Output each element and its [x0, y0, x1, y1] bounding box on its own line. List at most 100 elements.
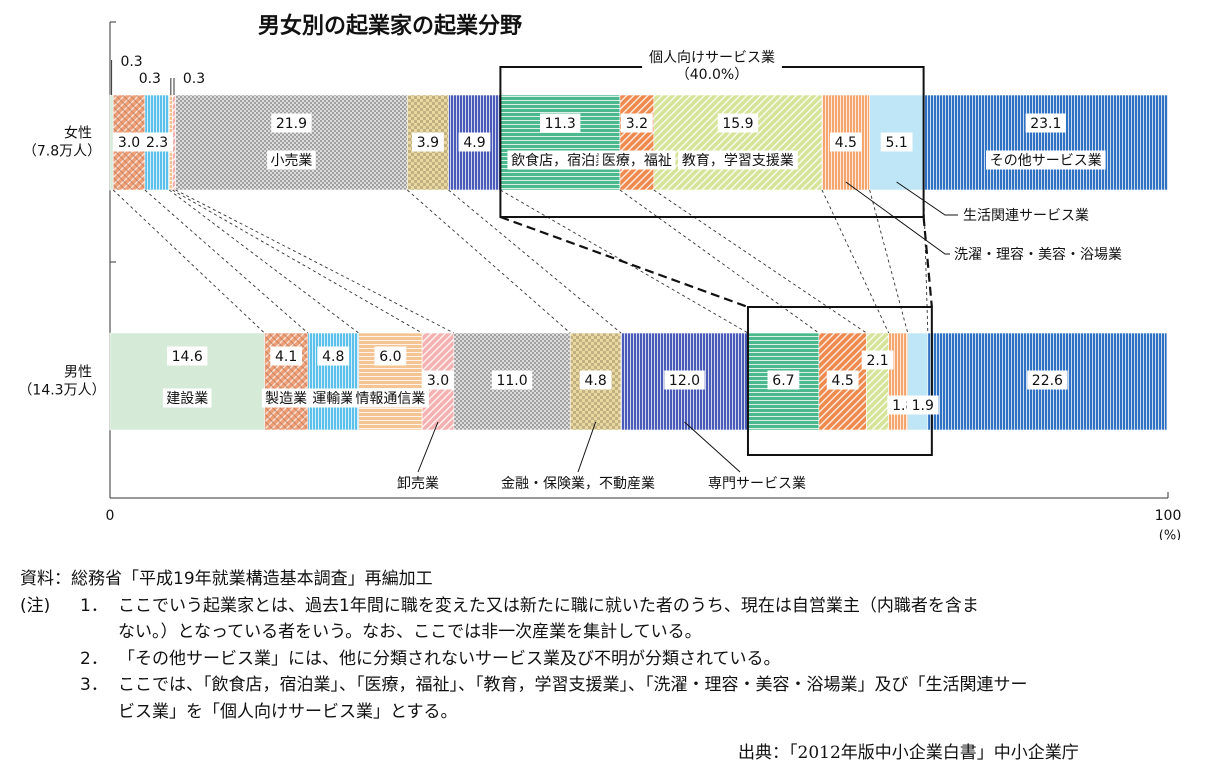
- segment-name-bg: [162, 388, 212, 408]
- data-label-bg: [374, 346, 407, 366]
- callout-label: 卸売業: [397, 476, 439, 492]
- note-number: 1．: [80, 595, 108, 616]
- row-label: 女性: [64, 125, 92, 142]
- row-label: 男性: [64, 365, 92, 381]
- data-label-bg: [717, 113, 759, 133]
- note-item-1-continuation: ない。）となっている者をいう。なお、ここでは非一次産業を集計している。: [118, 622, 702, 642]
- callout-label: 金融・保険業，不動産業: [501, 476, 655, 492]
- bar-segment: [923, 94, 1169, 191]
- data-label: 4.5: [832, 373, 854, 389]
- bar-segment: [907, 332, 929, 431]
- category-link: [619, 189, 820, 334]
- segment-name-bg: [267, 150, 316, 170]
- data-label: 0.3: [183, 71, 205, 87]
- group-link: [922, 216, 933, 308]
- data-label-bg: [167, 346, 208, 366]
- data-label: 12.0: [669, 373, 700, 389]
- note-text: ここでいう起業家とは、過去1年間に職を変えた又は新たに職に就いた者のうち、現在は…: [118, 595, 979, 616]
- notes: 資料：総務省「平成19年就業構造基本調査」再編加工 (注) 1． ここでいう起業家と…: [20, 566, 1190, 725]
- data-label: 4.1: [275, 349, 297, 365]
- data-label: 11.0: [496, 373, 527, 389]
- segment-name-bg: [678, 150, 798, 170]
- note-text: 「その他サービス業」には、他に分類されないサービス業及び不明が分類されている。: [118, 648, 781, 669]
- data-label-bg: [826, 370, 859, 390]
- segment-name: 情報通信業: [355, 391, 425, 407]
- segment-name: 飲食店，宿泊業: [511, 152, 609, 169]
- data-label-bg: [422, 370, 454, 390]
- data-label-bg: [317, 346, 350, 366]
- note-lead: (注): [20, 595, 51, 616]
- category-link: [175, 189, 455, 334]
- data-label-bg: [271, 113, 312, 133]
- chart-title: 男女別の起業家の起業分野: [258, 13, 522, 39]
- data-label: 2.3: [146, 135, 168, 151]
- segment-name: 製造業: [265, 391, 307, 407]
- segment-name: 運輸業: [312, 391, 354, 407]
- category-link: [821, 189, 890, 334]
- data-label: 22.6: [1032, 373, 1063, 389]
- segment-name: 医療，福祉: [602, 152, 672, 169]
- data-label: 6.0: [379, 349, 401, 365]
- data-label: 3.9: [417, 135, 439, 151]
- callout-leader: [417, 421, 439, 473]
- group-box-male: [746, 306, 933, 456]
- data-label: 4.5: [835, 135, 857, 151]
- segment-name-bg: [261, 388, 311, 408]
- data-label-bg: [880, 132, 913, 152]
- bar-segment: [500, 94, 621, 191]
- data-label-bg: [1025, 113, 1067, 133]
- data-label: 11.3: [545, 116, 576, 132]
- data-label: 5.1: [885, 135, 907, 151]
- note-text: ここでは、「飲食店，宿泊業」、「医療，福祉」、「教育，学習支援業」、「洗濯・理容…: [118, 675, 1028, 695]
- data-label-bg: [861, 350, 894, 370]
- x-tick-label: 100: [1155, 508, 1182, 524]
- category-link: [172, 189, 423, 334]
- row-label-count: （14.3万人）: [18, 383, 105, 399]
- bar-segment: [175, 94, 408, 191]
- category-link: [168, 189, 359, 334]
- category-link: [653, 189, 867, 334]
- data-label-bg: [579, 370, 612, 390]
- callout-leader: [684, 421, 741, 473]
- data-label: 4.8: [322, 349, 344, 365]
- data-label-bg: [906, 395, 939, 415]
- group-share: （40.0%）: [676, 67, 748, 83]
- group-label-bg: [642, 48, 782, 68]
- group-label: 個人向けサービス業: [649, 50, 775, 66]
- callout-label: 生活関連サービス業: [963, 208, 1089, 224]
- segment-name: 小売業: [270, 153, 312, 169]
- data-label-bg: [767, 370, 800, 390]
- data-label: 23.1: [1030, 116, 1061, 132]
- callout-label: 洗濯・理容・美容・浴場業: [954, 246, 1122, 263]
- callout-leader: [896, 181, 958, 216]
- segment-name: 建設業: [166, 391, 208, 407]
- segment-name-bg: [986, 150, 1106, 170]
- data-label: 0.3: [139, 71, 161, 87]
- bar-segment: [866, 332, 889, 431]
- callout-leader: [577, 421, 597, 473]
- callout-label: 専門サービス業: [708, 476, 806, 492]
- data-label: 4.8: [584, 373, 606, 389]
- data-label: 0.3: [120, 54, 142, 70]
- note-item-3: 3．ここでは、「飲食店，宿泊業」、「医療，福祉」、「教育，学習支援業」、「洗濯・…: [20, 672, 1190, 699]
- data-label: 4.9: [463, 135, 485, 151]
- segment-name-bg: [598, 150, 676, 170]
- data-label: 3.0: [118, 135, 140, 151]
- row-label-count: （7.8万人）: [23, 144, 101, 160]
- data-label-bg: [829, 132, 862, 152]
- x-axis-unit: (%): [1159, 529, 1182, 541]
- citation: 出典：「2012年版中小企業白書」中小企業庁: [738, 743, 1079, 763]
- data-label: 1.9: [912, 398, 934, 414]
- data-label: 15.9: [722, 116, 753, 132]
- note-item-2: 2．「その他サービス業」には、他に分類されないサービス業及び不明が分類されている…: [20, 646, 1190, 673]
- data-label-bg: [664, 370, 705, 390]
- data-label: 21.9: [276, 116, 307, 132]
- category-link: [869, 189, 909, 334]
- callout-leader: [845, 181, 950, 255]
- source-line: 資料：総務省「平成19年就業構造基本調査」再編加工: [20, 569, 433, 589]
- note-item-1: (注) 1． ここでいう起業家とは、過去1年間に職を変えた又は新たに職に就いた者のう…: [20, 593, 1190, 620]
- category-link: [144, 189, 309, 334]
- data-label-bg: [491, 370, 533, 390]
- bar-segment: [109, 94, 114, 191]
